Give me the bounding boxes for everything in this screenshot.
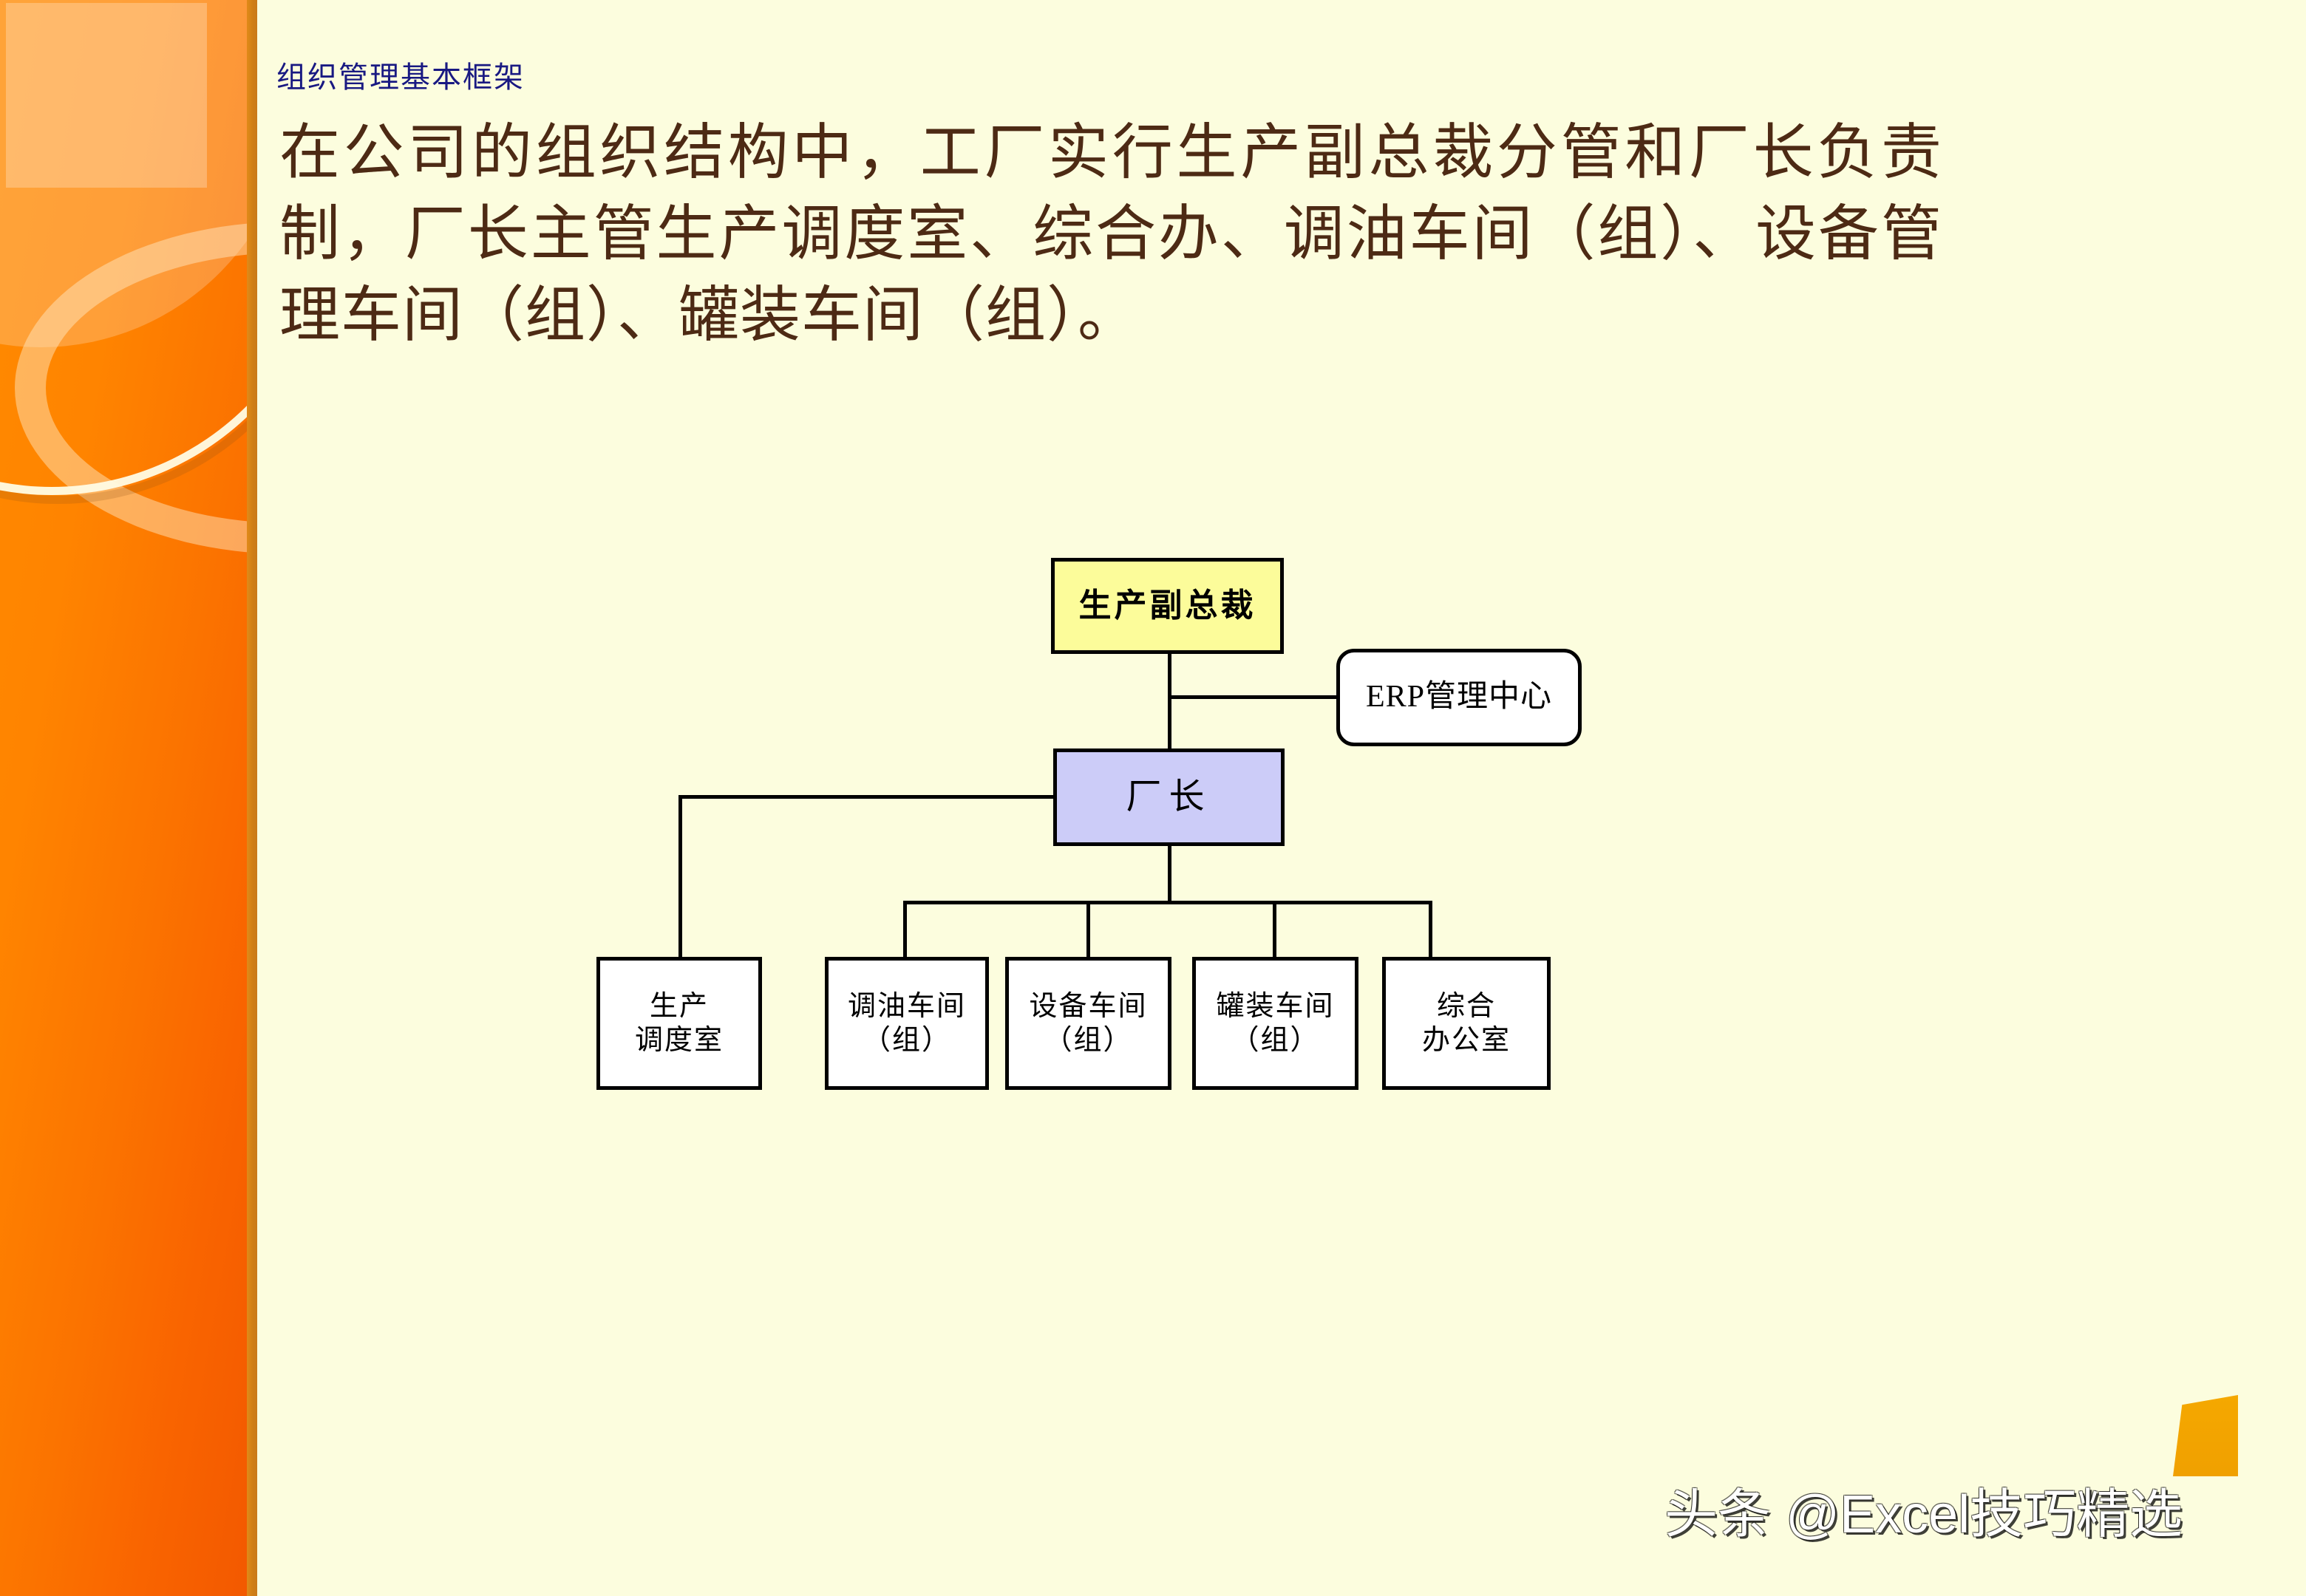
connector-drop-blend	[903, 901, 907, 960]
node-production-vp-label: 生产副总裁	[1078, 587, 1256, 624]
connector-drop-equip	[1086, 901, 1090, 960]
node-equipment-workshop[interactable]: 设备车间 （组）	[1005, 957, 1171, 1090]
node-factory-director-label: 厂长	[1126, 777, 1212, 816]
node-production-vp[interactable]: 生产副总裁	[1051, 558, 1284, 654]
node-production-scheduling[interactable]: 生产 调度室	[596, 957, 762, 1090]
node-general-office[interactable]: 综合 办公室	[1382, 957, 1551, 1090]
node-filling-workshop[interactable]: 罐装车间 （组）	[1192, 957, 1358, 1090]
node-production-scheduling-label: 生产 调度室	[634, 990, 724, 1056]
node-erp-center-label: ERP管理中心	[1365, 680, 1553, 715]
connector-drop-admin	[1429, 901, 1432, 960]
connector-director-bus	[903, 901, 1432, 904]
node-blending-workshop-label: 调油车间 （组）	[847, 990, 966, 1056]
connector-drop-fill	[1273, 901, 1276, 960]
connector-director-left-arm	[678, 795, 1055, 799]
node-equipment-workshop-label: 设备车间 （组）	[1029, 990, 1148, 1056]
connector-vp-to-erp	[1168, 695, 1338, 699]
node-general-office-label: 综合 办公室	[1421, 990, 1511, 1056]
decorative-sidebar	[0, 0, 257, 1596]
page-title: 组织管理基本框架	[276, 61, 525, 94]
connector-drop-sched	[678, 795, 682, 960]
node-erp-center[interactable]: ERP管理中心	[1336, 649, 1582, 746]
watermark-logo-icon	[2173, 1395, 2238, 1476]
node-blending-workshop[interactable]: 调油车间 （组）	[825, 957, 989, 1090]
sidebar-edge-strip	[247, 0, 257, 1596]
body-paragraph: 在公司的组织结构中，工厂实行生产副总裁分管和厂长负责制，厂长主管生产调度室、综合…	[279, 119, 1942, 349]
node-factory-director[interactable]: 厂长	[1053, 748, 1285, 846]
node-filling-workshop-label: 罐装车间 （组）	[1216, 990, 1335, 1056]
connector-vp-to-director	[1168, 654, 1171, 748]
watermark-text: 头条 @Excel技巧精选	[1664, 1485, 2183, 1544]
connector-director-stem	[1168, 846, 1171, 904]
